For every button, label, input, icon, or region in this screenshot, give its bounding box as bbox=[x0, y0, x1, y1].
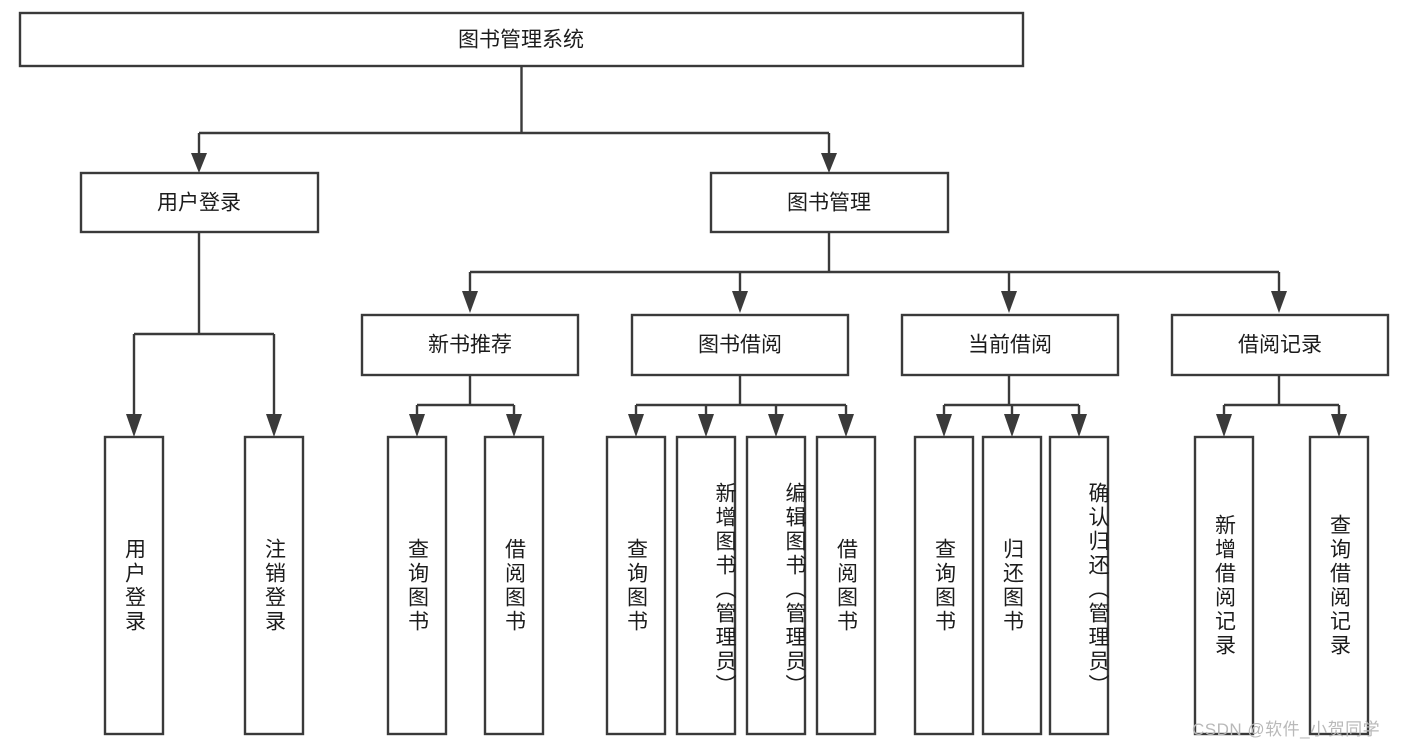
node-book-borrow-label: 图书借阅 bbox=[698, 334, 782, 357]
node-root-label: 图书管理系统 bbox=[458, 29, 584, 52]
node-user-login[interactable]: 用户登录 bbox=[79, 171, 320, 234]
leaf-box-new-book-1[interactable] bbox=[483, 435, 545, 736]
leaf-box-user-login-0[interactable] bbox=[103, 435, 165, 736]
node-root[interactable]: 图书管理系统 bbox=[18, 11, 1025, 68]
connector-root-to-level2 bbox=[191, 66, 837, 173]
leaf-box-book-borrow-2[interactable] bbox=[745, 435, 807, 736]
connector-newbook-to-leaves bbox=[409, 375, 522, 437]
node-current-borrow-label: 当前借阅 bbox=[968, 334, 1052, 357]
leaf-box-book-borrow-1[interactable] bbox=[675, 435, 737, 736]
leaf-box-user-login-1[interactable] bbox=[243, 435, 305, 736]
node-book-management-label: 图书管理 bbox=[787, 192, 871, 215]
leaf-box-borrow-record-1[interactable] bbox=[1308, 435, 1370, 736]
leaf-box-borrow-record-0[interactable] bbox=[1193, 435, 1255, 736]
node-book-management[interactable]: 图书管理 bbox=[709, 171, 950, 234]
watermark-text: CSDN @软件_小贺同学 bbox=[1192, 720, 1381, 739]
leaf-box-book-borrow-3[interactable] bbox=[815, 435, 877, 736]
leaf-box-current-borrow-2[interactable] bbox=[1048, 435, 1110, 736]
node-current-borrow[interactable]: 当前借阅 bbox=[900, 313, 1120, 377]
connector-borrowrecord-to-leaves bbox=[1216, 375, 1347, 437]
node-new-book-recommend-label: 新书推荐 bbox=[428, 334, 512, 357]
leaf-box-new-book-0[interactable] bbox=[386, 435, 448, 736]
node-borrow-record-label: 借阅记录 bbox=[1238, 334, 1322, 357]
node-book-borrow[interactable]: 图书借阅 bbox=[630, 313, 850, 377]
connector-bookmgmt-to-level3 bbox=[462, 232, 1287, 313]
node-new-book-recommend[interactable]: 新书推荐 bbox=[360, 313, 580, 377]
leaf-box-book-borrow-0[interactable] bbox=[605, 435, 667, 736]
leaf-box-current-borrow-1[interactable] bbox=[981, 435, 1043, 736]
connector-userlogin-to-leaves bbox=[126, 232, 282, 437]
node-user-login-label: 用户登录 bbox=[157, 192, 241, 215]
leaf-box-current-borrow-0[interactable] bbox=[913, 435, 975, 736]
node-borrow-record[interactable]: 借阅记录 bbox=[1170, 313, 1390, 377]
connector-bookborrow-to-leaves bbox=[628, 375, 854, 437]
connector-currentborrow-to-leaves bbox=[936, 375, 1087, 437]
